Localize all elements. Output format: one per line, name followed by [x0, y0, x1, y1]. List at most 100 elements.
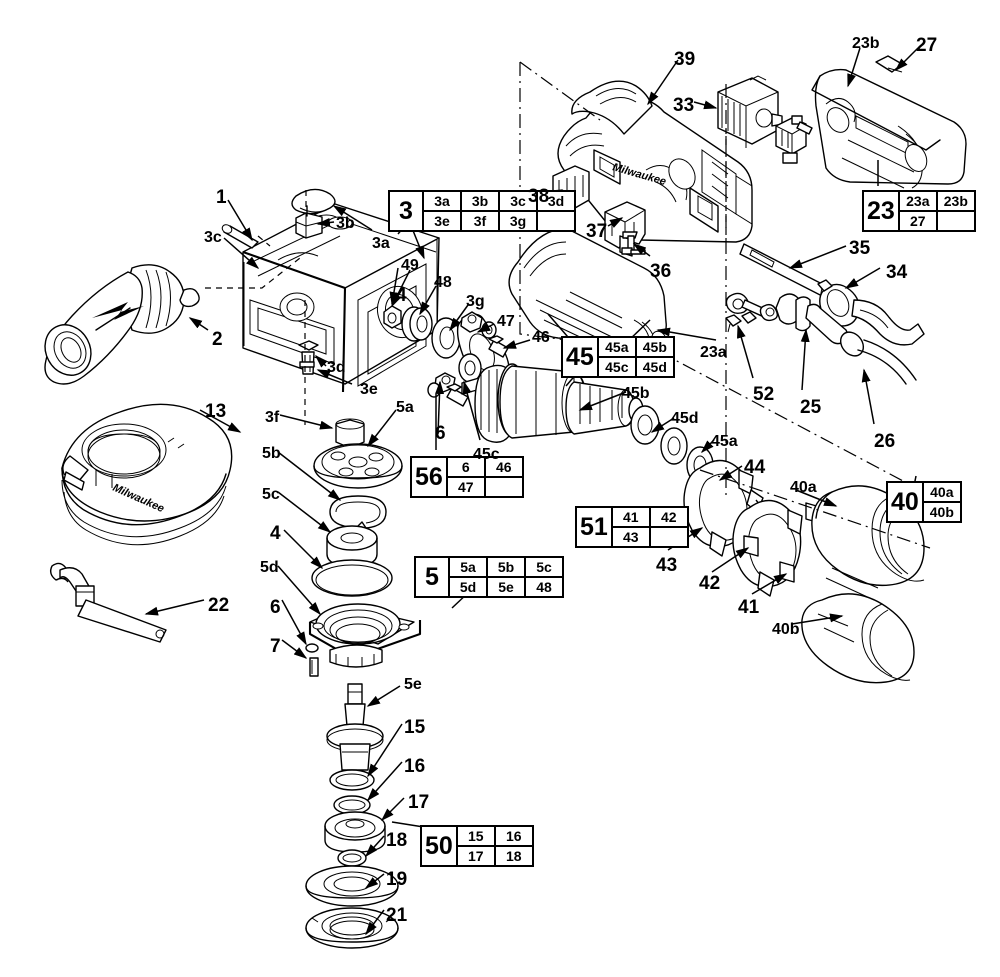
kit-cell: 3e [434, 213, 450, 229]
callout-15: 15 [404, 717, 426, 738]
callout-40a: 40a [790, 479, 817, 496]
kit-cell: 47 [458, 479, 474, 495]
part-gear-housing [205, 188, 440, 425]
kit-cell: 46 [483, 458, 522, 476]
callout-44: 44 [744, 457, 766, 478]
callout-40b: 40b [772, 621, 800, 638]
kit-cell-empty [483, 478, 522, 496]
kit-cell: 45b [634, 338, 673, 356]
callout-47: 47 [497, 313, 515, 330]
callout-23b: 23b [852, 35, 880, 52]
callout-3a: 3a [372, 235, 390, 252]
callout-16: 16 [404, 756, 426, 777]
part-handle-cover [811, 55, 967, 189]
callout-1: 1 [216, 187, 227, 208]
kit-cell-empty [648, 528, 687, 546]
callout-33: 33 [673, 95, 695, 116]
kit-cell: 15 [468, 828, 484, 844]
kit-cell: 5e [486, 578, 524, 596]
callout-17: 17 [408, 792, 430, 813]
callout-43: 43 [656, 555, 678, 576]
callout-5e: 5e [404, 676, 422, 693]
kit-cell: 5d [459, 579, 477, 595]
part-side-handle [44, 264, 200, 385]
kit-cell: 45c [605, 359, 629, 375]
kit-box-56-id: 56 [415, 462, 443, 491]
callout-27: 27 [916, 35, 938, 56]
callout-37: 37 [586, 221, 608, 242]
callout-35: 35 [849, 238, 871, 259]
callout-49: 49 [401, 257, 419, 274]
callout-6: 6 [270, 597, 281, 618]
callout-25: 25 [800, 397, 822, 418]
part-spindle-stack [305, 683, 399, 949]
callout-4: 4 [396, 285, 407, 306]
kit-cell: 3b [460, 192, 498, 210]
kit-cell: 27 [910, 213, 926, 229]
callout-26: 26 [874, 431, 896, 452]
kit-cell: 3f [460, 212, 498, 230]
kit-box-40: 40 40a 40b [886, 481, 962, 523]
callout-4: 4 [270, 523, 281, 544]
callout-41: 41 [738, 597, 760, 618]
kit-cell: 23a [906, 193, 930, 209]
callout-5c: 5c [262, 486, 280, 503]
callout-5d: 5d [260, 559, 279, 576]
kit-cell: 40b [929, 504, 954, 520]
callout-7: 7 [270, 636, 281, 657]
callout-3b: 3b [336, 215, 355, 232]
kit-box-50-id: 50 [425, 831, 453, 860]
kit-cell: 48 [524, 578, 562, 596]
callout-21: 21 [386, 905, 408, 926]
kit-cell: 41 [623, 509, 639, 525]
kit-box-23: 23 23a 23b 27 [862, 190, 976, 232]
kit-box-45: 45 45a 45b 45c 45d [561, 336, 675, 378]
kit-cell: 42 [648, 508, 687, 526]
kit-cell-empty [536, 212, 574, 230]
kit-box-51: 51 41 42 43 [575, 506, 689, 548]
kit-box-56: 56 6 46 47 [410, 456, 524, 498]
kit-box-3: 3 3a 3b 3c 3d 3e 3f 3g [388, 190, 576, 232]
callout-6: 6 [435, 423, 446, 444]
callout-19: 19 [386, 869, 408, 890]
callout-42: 42 [699, 573, 721, 594]
kit-box-5-id: 5 [425, 562, 439, 591]
kit-box-50: 50 15 16 17 18 [420, 825, 534, 867]
callout-2: 2 [212, 329, 223, 350]
callout-45b: 45b [622, 385, 650, 402]
part-switch [717, 75, 783, 148]
callout-38: 38 [528, 186, 550, 207]
kit-cell: 5a [460, 559, 476, 575]
kit-cell: 18 [493, 847, 532, 865]
callout-3d: 3d [327, 359, 346, 376]
kit-cell: 45a [605, 339, 629, 355]
callout-34: 34 [886, 262, 908, 283]
kit-cell: 23b [935, 192, 974, 210]
kit-box-23-id: 23 [867, 196, 895, 225]
part-cord-assembly [725, 243, 925, 385]
kit-cell: 45d [634, 358, 673, 376]
kit-box-5: 5 5a 5b 5c 5d 5e 48 [414, 556, 564, 598]
kit-cell: 3c [498, 192, 536, 210]
callout-52: 52 [753, 384, 775, 405]
callout-46: 46 [532, 329, 550, 346]
part-wrench [49, 562, 167, 643]
kit-box-45-id: 45 [566, 342, 594, 371]
part-baffle-right [775, 115, 813, 164]
callout-45c: 45c [473, 446, 500, 463]
callout-3g: 3g [466, 293, 485, 310]
callout-3e: 3e [360, 381, 378, 398]
callout-5b: 5b [262, 445, 281, 462]
kit-cell: 3d [536, 192, 574, 210]
callout-3c: 3c [204, 229, 222, 246]
kit-cell: 5b [486, 558, 524, 576]
kit-box-51-id: 51 [580, 512, 608, 541]
kit-cell: 3g [498, 212, 536, 230]
callout-3f: 3f [265, 409, 280, 426]
callout-13: 13 [205, 401, 227, 422]
callout-39: 39 [674, 49, 696, 70]
callout-45a: 45a [711, 433, 738, 450]
callout-48: 48 [434, 274, 452, 291]
